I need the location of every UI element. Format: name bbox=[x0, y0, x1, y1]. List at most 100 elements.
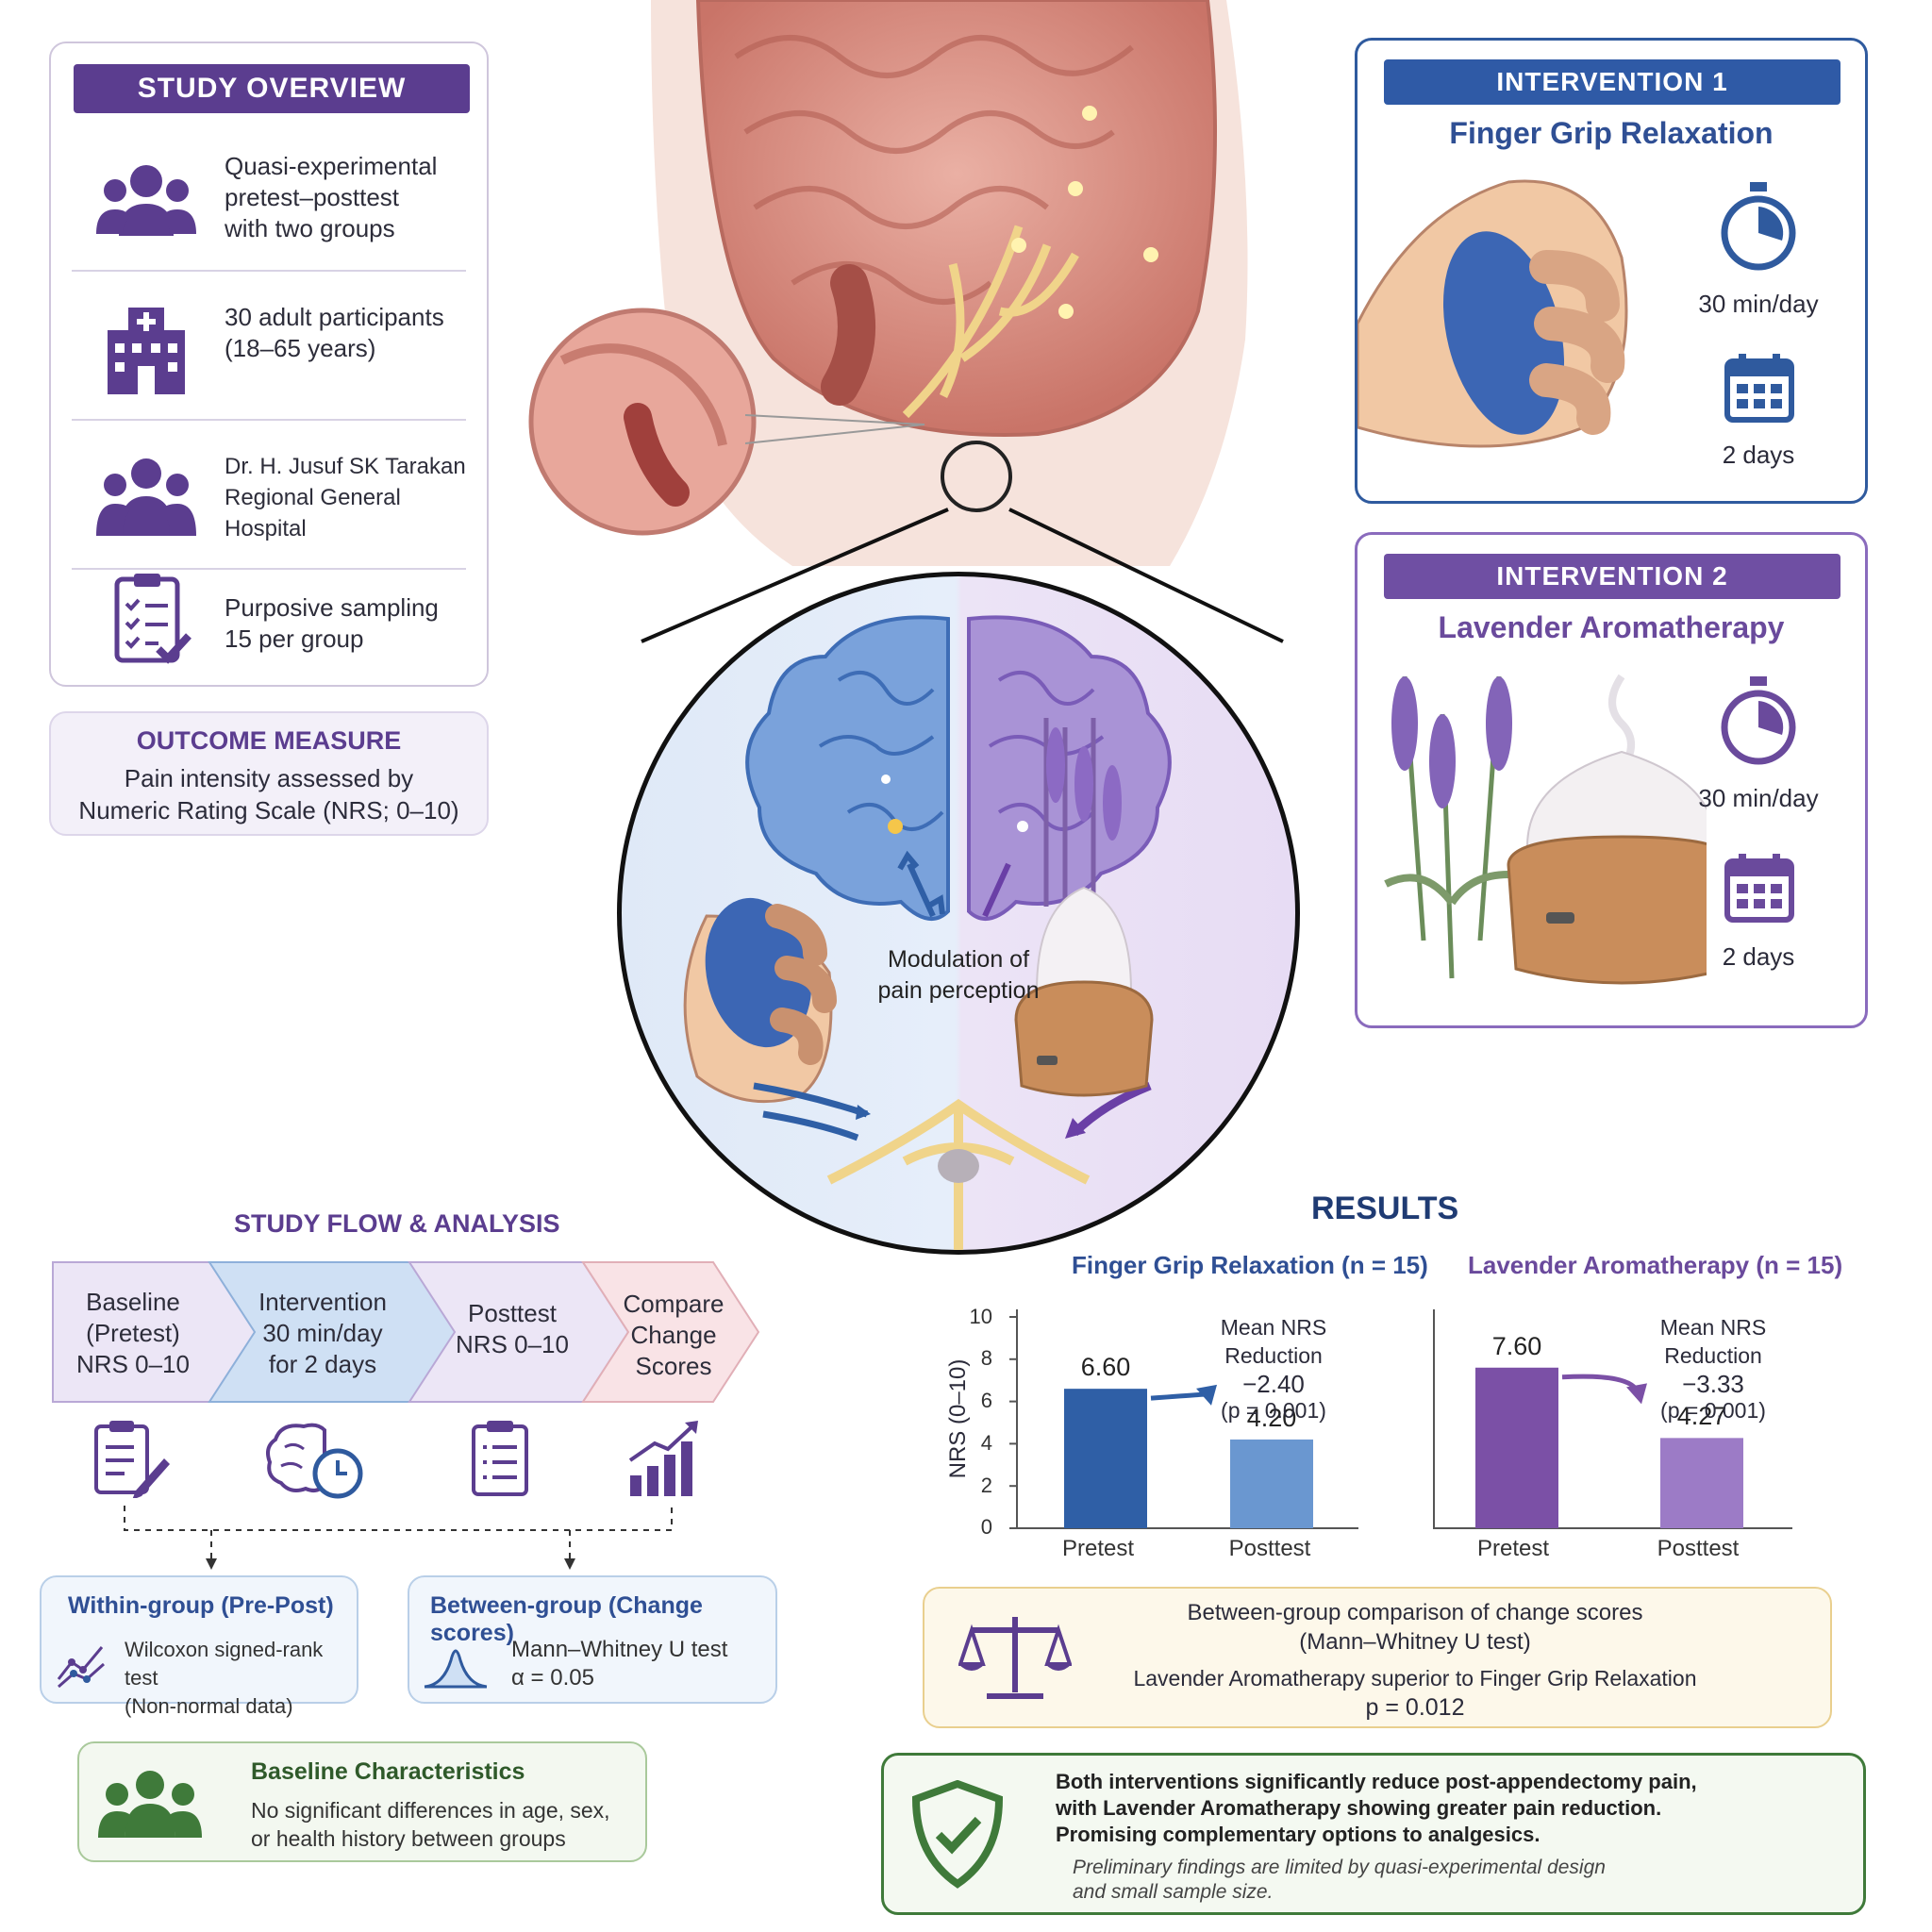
conclusion-box: Both interventions significantly reduce … bbox=[881, 1753, 1866, 1915]
overview-sampling-text: Purposive sampling 15 per group bbox=[225, 593, 439, 653]
results-bar-charts bbox=[1009, 1309, 1792, 1529]
intervention-1-days: 2 days bbox=[1722, 441, 1795, 469]
flow-step-posttest: Posttest NRS 0–10 bbox=[456, 1299, 569, 1358]
baseline-characteristics-box: Baseline Characteristics No significant … bbox=[77, 1741, 647, 1862]
mechanism-art bbox=[683, 615, 1172, 1250]
chart-1-x-label-posttest: Posttest bbox=[1228, 1536, 1311, 1561]
intervention-1-header: INTERVENTION 1 bbox=[1384, 59, 1840, 105]
shield-check-icon bbox=[911, 1780, 1004, 1889]
brain-clock-icon bbox=[266, 1423, 363, 1499]
overview-hospital-text: Dr. H. Jusuf SK Tarakan Regional General… bbox=[225, 454, 466, 541]
intervention-2-name: Lavender Aromatherapy bbox=[1438, 610, 1785, 644]
calendar-icon bbox=[1724, 854, 1794, 923]
between-group-box: Between-group (Change scores) Mann–Whitn… bbox=[408, 1575, 777, 1704]
chart-2-x-label-pretest: Pretest bbox=[1476, 1536, 1550, 1561]
flow-step-intervention: Intervention 30 min/day for 2 days bbox=[258, 1288, 387, 1378]
appendix-inset-illustration bbox=[528, 308, 757, 536]
within-group-box: Within-group (Pre-Post) Wilcoxon signed-… bbox=[40, 1575, 358, 1718]
intervention-1-name: Finger Grip Relaxation bbox=[1449, 116, 1774, 150]
anatomy-illustration bbox=[651, 0, 1248, 566]
flow-step-compare-shape bbox=[581, 1261, 760, 1403]
group-icon bbox=[98, 1771, 202, 1838]
lavender-diffuser-illustration bbox=[1384, 674, 1707, 985]
calendar-icon bbox=[1724, 354, 1794, 423]
chart-2-p-value: (p = 0.001) bbox=[1660, 1398, 1766, 1423]
chart-1-reduction-arrowhead bbox=[1196, 1384, 1217, 1406]
intervention-2-header: INTERVENTION 2 bbox=[1384, 554, 1840, 599]
between-group-text: Mann–Whitney U test α = 0.05 bbox=[511, 1637, 728, 1690]
intervention-2-days: 2 days bbox=[1722, 942, 1795, 971]
overview-design-text: Quasi-experimental pretest–posttest with… bbox=[225, 152, 438, 242]
results-title: RESULTS bbox=[1311, 1191, 1459, 1226]
people-icon bbox=[96, 165, 196, 236]
divider bbox=[72, 419, 466, 421]
y-tick: 8 bbox=[980, 1346, 992, 1370]
chart-1-bar-posttest bbox=[1230, 1439, 1313, 1528]
clipboard-checklist-icon bbox=[114, 574, 192, 664]
chart-2-mean-label: Mean NRS Reduction bbox=[1659, 1315, 1767, 1368]
intervention-2-panel: INTERVENTION 2 Lavender Aromatherapy 30 … bbox=[1355, 532, 1868, 1028]
outcome-measure-title: OUTCOME MEASURE bbox=[136, 726, 402, 755]
conclusion-note: Preliminary findings are limited by quas… bbox=[1073, 1857, 1606, 1903]
chart-2-posttest-value: 4.27 bbox=[1676, 1402, 1727, 1431]
scale-icon bbox=[958, 1617, 1072, 1699]
comparison-title: Between-group comparison of change score… bbox=[1187, 1600, 1643, 1655]
flow-chevrons bbox=[52, 1261, 760, 1403]
intervention-2-duration: 30 min/day bbox=[1698, 784, 1819, 812]
within-group-title: Within-group (Pre-Post) bbox=[68, 1592, 334, 1619]
y-tick: 10 bbox=[969, 1305, 992, 1328]
study-overview-panel: STUDY OVERVIEW Quasi-experimental pretes… bbox=[49, 42, 489, 687]
chart-1-mean-label: Mean NRS Reduction bbox=[1220, 1315, 1327, 1368]
outcome-measure-text: Pain intensity assessed by Numeric Ratin… bbox=[78, 764, 459, 824]
intervention-1-duration: 30 min/day bbox=[1698, 290, 1819, 318]
overview-item-design: Quasi-experimental pretest–posttest with… bbox=[51, 130, 487, 277]
chart-2-title: Lavender Aromatherapy (n = 15) bbox=[1468, 1251, 1843, 1279]
chart-1-bar-pretest bbox=[1064, 1389, 1147, 1528]
y-tick: 4 bbox=[980, 1431, 992, 1455]
chart-2-reduction-arrow bbox=[1561, 1374, 1641, 1394]
conclusion-text: Both interventions significantly reduce … bbox=[1056, 1770, 1697, 1846]
chart-1-reduction: −2.40 bbox=[1242, 1370, 1305, 1398]
y-tick: 6 bbox=[980, 1389, 992, 1412]
chart-1-pretest-value: 6.60 bbox=[1080, 1353, 1131, 1382]
divider bbox=[72, 270, 466, 272]
baseline-title: Baseline Characteristics bbox=[251, 1758, 525, 1785]
flow-step-baseline: Baseline (Pretest) NRS 0–10 bbox=[76, 1288, 190, 1378]
intervention-1-panel: INTERVENTION 1 Finger Grip Relaxation 30… bbox=[1355, 38, 1868, 504]
bell-curve-icon bbox=[424, 1649, 488, 1689]
within-group-text: Wilcoxon signed-rank test (Non-normal da… bbox=[125, 1638, 324, 1718]
chart-2-pretest-value: 7.60 bbox=[1491, 1331, 1542, 1360]
bar-chart-up-icon bbox=[628, 1421, 698, 1496]
comparison-p-value: p = 0.012 bbox=[1365, 1694, 1465, 1721]
modulation-label: Modulation of pain perception bbox=[877, 946, 1040, 1004]
divider bbox=[72, 568, 466, 570]
group-icon bbox=[96, 458, 196, 536]
between-group-comparison-box: Between-group comparison of change score… bbox=[923, 1587, 1832, 1728]
chart-2-bar-posttest bbox=[1660, 1438, 1743, 1528]
chart-1-posttest-value: 4.20 bbox=[1246, 1403, 1297, 1432]
stopwatch-icon bbox=[1721, 676, 1796, 765]
chart-2-x-label-posttest: Posttest bbox=[1657, 1536, 1740, 1561]
zoom-lines bbox=[641, 508, 1284, 643]
chart-2-reduction: −3.33 bbox=[1682, 1370, 1744, 1398]
overview-item-sampling: Purposive sampling 15 per group bbox=[51, 572, 487, 719]
outcome-measure-panel: OUTCOME MEASURE Pain intensity assessed … bbox=[49, 711, 489, 836]
study-flow-title: STUDY FLOW & ANALYSIS bbox=[234, 1209, 560, 1238]
stopwatch-icon bbox=[1721, 182, 1796, 271]
chart-1-x-label-pretest: Pretest bbox=[1061, 1536, 1135, 1561]
study-overview-title: STUDY OVERVIEW bbox=[74, 64, 470, 113]
flow-connector bbox=[124, 1506, 673, 1570]
between-group-title: Between-group (Change scores) bbox=[430, 1592, 703, 1646]
comparison-text: Lavender Aromatherapy superior to Finger… bbox=[1133, 1666, 1697, 1690]
overview-participants-text: 30 adult participants (18–65 years) bbox=[225, 303, 444, 362]
mechanism-circle: Modulation of pain perception bbox=[617, 572, 1300, 1255]
clipboard-list-icon bbox=[472, 1421, 528, 1496]
chart-1-title: Finger Grip Relaxation (n = 15) bbox=[1072, 1251, 1428, 1279]
flow-step-compare: Compare Change Scores bbox=[623, 1290, 724, 1380]
overview-item-participants: 30 adult participants (18–65 years) bbox=[51, 279, 487, 426]
line-trend-icon bbox=[57, 1646, 105, 1689]
y-tick: 0 bbox=[980, 1515, 992, 1539]
overview-item-hospital: Dr. H. Jusuf SK Tarakan Regional General… bbox=[51, 426, 487, 574]
baseline-text: No significant differences in age, sex, … bbox=[251, 1798, 610, 1851]
grip-hand-illustration bbox=[1357, 179, 1628, 448]
